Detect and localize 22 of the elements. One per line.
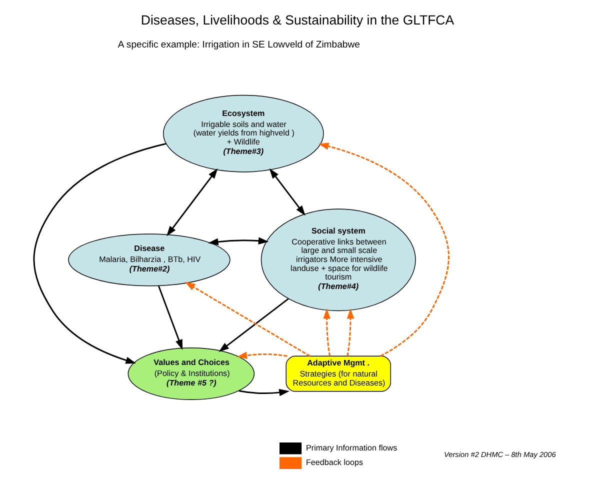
label: A specific example: Irrigation in SE Lowveld of Zimbabwe — [117, 40, 360, 51]
arrow — [218, 298, 288, 352]
arrow — [184, 282, 310, 357]
arrow — [322, 308, 330, 356]
arrow — [207, 237, 268, 246]
diagram-title: Diseases, Livelihoods & Sustainability in the GLTFCA — [140, 12, 454, 28]
arrow — [32, 143, 166, 364]
arrow — [346, 308, 354, 356]
node-ellipse: Disease Malaria, Bilharzia , BTb, HIV (Theme#2) — [68, 234, 230, 286]
legend-label: Feedback loops — [306, 458, 363, 468]
node-ellipse: Social system Cooperative links between large and small scale irrigators More intensive landuse + space for wildlife tourism (Theme#4) — [260, 208, 416, 312]
arrow — [268, 168, 305, 216]
label: Version #2 DHMC – 8th May 2006 — [444, 450, 556, 459]
arrow — [236, 352, 287, 359]
node-ellipse: Values and Choices (Policy & Institutions) (Theme #5 ?) — [127, 347, 254, 400]
legend-label: Primary Information flows — [306, 443, 397, 452]
arrow — [238, 388, 289, 396]
arrow — [318, 142, 449, 357]
node-box: Adaptive Mgmt . Strategies (for natural Resources and Diseases) — [285, 356, 391, 392]
arrow — [166, 168, 218, 236]
node-ellipse: Ecosystem Irrigable soils and water (water yields from highveld ) + Wildlife (Theme#3) — [162, 94, 324, 172]
arrow — [157, 286, 182, 350]
